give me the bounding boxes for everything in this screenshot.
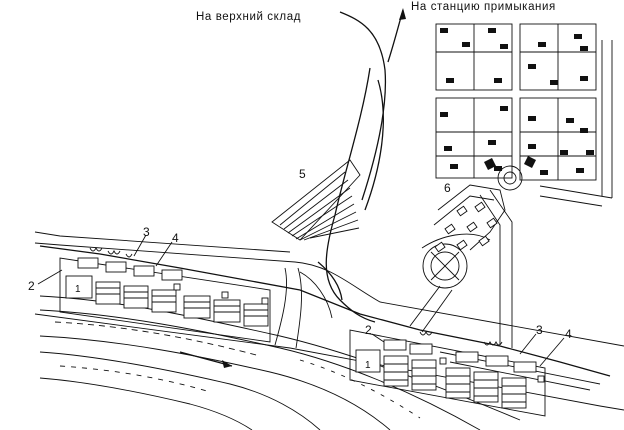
- callout-2-right: 2: [365, 323, 372, 337]
- upper-yard: [271, 159, 361, 241]
- flow-arrow-icon: [179, 351, 233, 368]
- railway: [39, 8, 611, 391]
- left-site: [37, 234, 271, 343]
- river: [39, 295, 521, 430]
- callout-5: 5: [299, 167, 306, 181]
- settlement-grid: [435, 23, 597, 191]
- callout-3-right: 3: [536, 323, 543, 337]
- storage-block: [355, 349, 527, 409]
- callout-2-left: 2: [28, 279, 35, 293]
- direction-arrow-icon: [399, 8, 406, 20]
- callout-1-left: 1: [75, 284, 81, 295]
- right-site: [349, 329, 565, 417]
- roundabout: [484, 156, 536, 191]
- label-upper-warehouse: На верхний склад: [196, 11, 301, 23]
- callout-1-right: 1: [365, 360, 371, 371]
- residential-district: [421, 184, 506, 289]
- callout-4-right: 4: [565, 327, 572, 341]
- storage-block: [65, 275, 269, 327]
- callout-3-left: 3: [143, 225, 150, 239]
- label-junction-station: На станцию примыкания: [411, 1, 556, 13]
- callout-6: 6: [444, 181, 451, 195]
- callout-4-left: 4: [172, 231, 179, 245]
- road-network: [34, 40, 624, 411]
